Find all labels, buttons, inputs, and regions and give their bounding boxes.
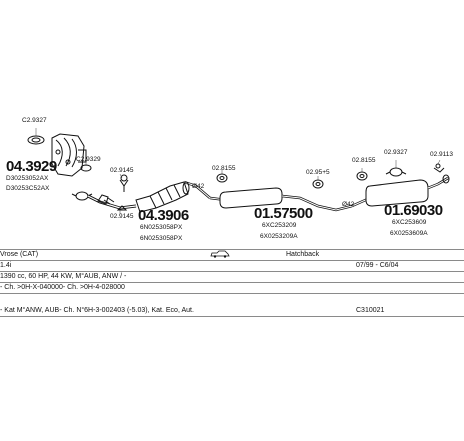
manifold-code-2: D30253C52AX	[6, 185, 50, 192]
years-cell: 07/99 - C6/04	[356, 262, 399, 269]
catalyst-note-cell: - Kat M°ANW, AUB- Ch. N°6H-3-002403 (-5.…	[0, 307, 194, 314]
table-divider	[0, 282, 464, 283]
bracket-b-number: 02.9145	[110, 213, 134, 220]
rear-silencer-drawing	[351, 174, 450, 208]
table-row: 1.4i 07/99 - C6/04	[0, 260, 464, 271]
catalyst-code-1: 6N0253058PX	[140, 224, 183, 231]
table-row: 1390 cc, 60 HP, 44 KW, M°AUB, ANW / -	[0, 271, 464, 282]
clamp-left-drawing	[27, 135, 45, 145]
catalyst-drawing	[135, 180, 211, 213]
reference-code-cell: C310021	[356, 307, 385, 314]
clamp-rear-number: 02.9327	[384, 149, 408, 156]
vehicle-info-table: Vrose (CAT) Hatchback 1.4i 07/99 - C6/04…	[0, 249, 464, 317]
table-row: Vrose (CAT) Hatchback	[0, 249, 464, 260]
middle-silencer-code-1: 6XC253209	[262, 222, 297, 229]
car-icon	[210, 250, 230, 258]
manifold-number: 04.3929	[6, 158, 57, 175]
table-divider	[0, 293, 464, 294]
exhaust-diagram: C2.9327 04.3929 D30253052AX D30253C52AX …	[6, 117, 454, 242]
table-divider	[0, 249, 464, 250]
catalyst-code-2: 6N0253058PX	[140, 235, 183, 242]
front-pipe-drawing	[87, 194, 137, 210]
hanger-mid-number: 02.8155	[212, 165, 236, 172]
gasket-left-number: C2.9329	[76, 156, 101, 163]
table-divider	[0, 316, 464, 317]
hanger-rear-drawing	[356, 167, 407, 181]
tail-hanger-drawing	[433, 163, 445, 173]
hanger-right-drawing	[312, 179, 324, 189]
table-row: - Kat M°ANW, AUB- Ch. N°6H-3-002403 (-5.…	[0, 305, 464, 316]
catalyst-number: 04.3906	[138, 207, 189, 224]
rear-silencer-number: 01.69030	[384, 202, 443, 219]
middle-silencer-drawing	[209, 187, 353, 212]
table-divider	[0, 271, 464, 272]
engine-cell: 1.4i	[0, 262, 12, 269]
manifold-drawing	[51, 133, 87, 177]
middle-silencer-code-2: 6X0253209A	[260, 233, 298, 240]
chassis-cell: - Ch. >0H-X-040000- Ch. >0H-4-028000	[0, 284, 125, 291]
bracket-b-drawing	[116, 205, 128, 211]
clamp-left-number: C2.9327	[22, 117, 47, 124]
diameter-2: Ø42	[342, 201, 355, 208]
tail-hanger-number: 02.9113	[430, 151, 454, 158]
hanger-right-number: 02.95+5	[306, 169, 330, 176]
middle-silencer-number: 01.57500	[254, 205, 313, 222]
bracket-a-drawing	[119, 174, 129, 192]
model-cell: Vrose (CAT)	[0, 251, 39, 258]
bracket-a-number: 02.9145	[110, 167, 134, 174]
table-divider	[0, 260, 464, 261]
hanger-rear-number: 02.8155	[352, 157, 376, 164]
spec-cell: 1390 cc, 60 HP, 44 KW, M°AUB, ANW / -	[0, 273, 127, 280]
rear-silencer-code-1: 6XC253609	[392, 219, 427, 226]
body-type-cell: Hatchback	[286, 251, 320, 258]
table-row: - Ch. >0H-X-040000- Ch. >0H-4-028000	[0, 282, 464, 293]
hanger-mid-drawing	[216, 173, 228, 183]
manifold-code-1: D30253052AX	[6, 175, 49, 182]
exhaust-drawing	[27, 128, 450, 214]
diameter-1: Ø42	[192, 183, 205, 190]
rear-silencer-code-2: 6X0253609A	[390, 230, 428, 237]
